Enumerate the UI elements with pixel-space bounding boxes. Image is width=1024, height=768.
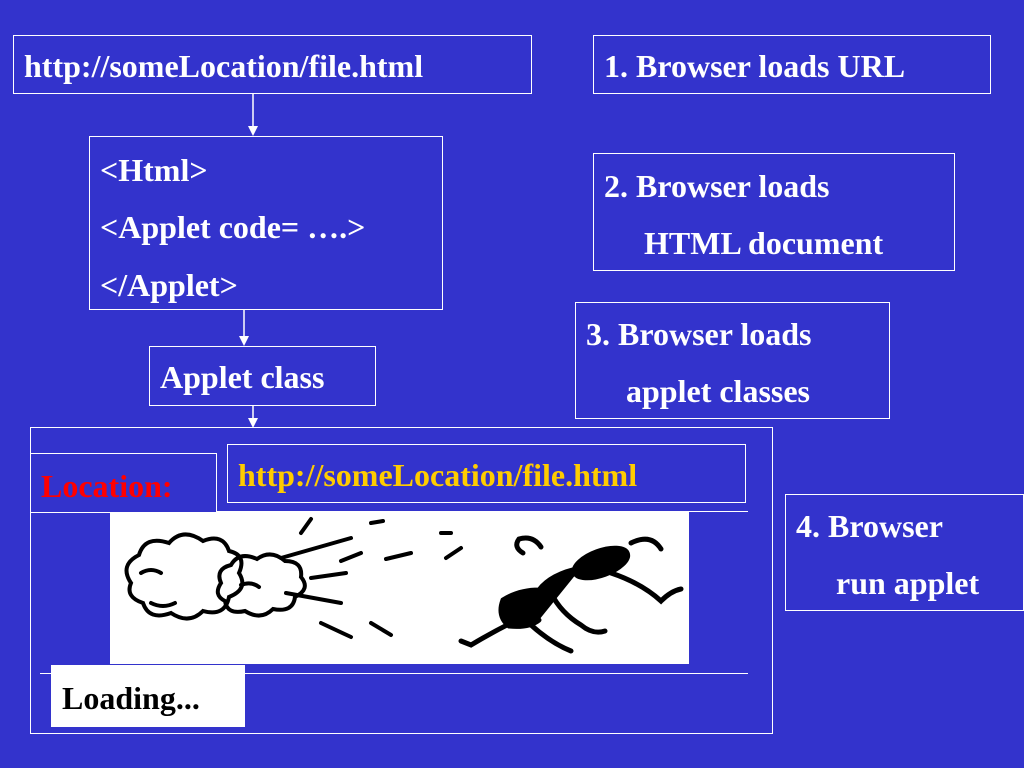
applet-class-label: Applet class <box>160 359 325 395</box>
applet-class-box: Applet class <box>149 346 376 406</box>
step-4-line-1: 4. Browser <box>796 508 943 544</box>
applet-clipart-image <box>124 517 684 654</box>
location-label: Location: <box>41 468 173 504</box>
step-3-line-1: 3. Browser loads <box>586 316 812 352</box>
location-label-box: Location: <box>30 453 217 513</box>
browser-separator-bottom <box>40 673 748 674</box>
loading-status-box: Loading... <box>51 665 245 727</box>
url-box: http://someLocation/file.html <box>13 35 532 94</box>
step-3-box: 3. Browser loads applet classes <box>575 302 890 419</box>
loading-status-text: Loading... <box>62 680 200 716</box>
applet-open-tag: <Applet code= ….> <box>100 209 366 245</box>
step-2-line-1: 2. Browser loads <box>604 168 830 204</box>
browser-separator-top <box>216 511 748 512</box>
url-text: http://someLocation/file.html <box>24 48 424 84</box>
applet-close-tag: </Applet> <box>100 267 238 303</box>
applet-display-area <box>110 512 689 664</box>
location-url: http://someLocation/file.html <box>238 457 638 493</box>
step-3-line-2: applet classes <box>626 373 810 409</box>
step-1-line-1: 1. Browser loads URL <box>604 48 906 84</box>
arrow-url-to-html <box>248 94 258 136</box>
step-1-box: 1. Browser loads URL <box>593 35 991 94</box>
browser-window: Location: http://someLocation/file.html <box>30 427 773 734</box>
step-2-box: 2. Browser loads HTML document <box>593 153 955 271</box>
html-open-tag: <Html> <box>100 152 208 188</box>
arrow-html-to-class <box>239 310 249 346</box>
html-document-box: <Html> <Applet code= ….> </Applet> <box>89 136 443 310</box>
step-4-box: 4. Browser run applet <box>785 494 1024 611</box>
arrow-class-to-browser <box>248 406 258 428</box>
location-url-box: http://someLocation/file.html <box>227 444 746 503</box>
step-4-line-2: run applet <box>836 565 980 601</box>
step-2-line-2: HTML document <box>644 225 884 261</box>
